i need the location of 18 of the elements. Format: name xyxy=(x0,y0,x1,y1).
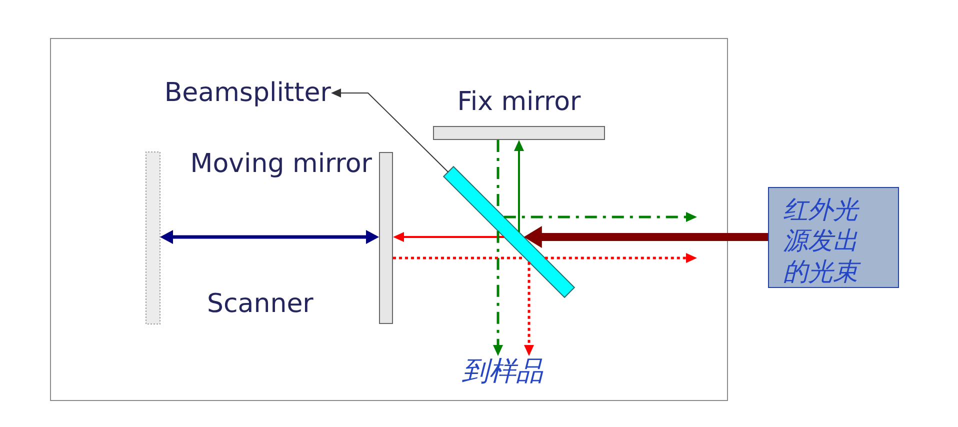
source-box xyxy=(768,187,899,288)
dash-dot-beam-arrow xyxy=(493,230,503,356)
mirror-label: Moving mirror xyxy=(190,150,372,180)
part-label: Beamsplitter xyxy=(164,79,331,109)
double-arrow xyxy=(160,230,379,244)
source-label: 红外光源发出的光束 xyxy=(783,194,867,287)
dash-dot-beam-arrow xyxy=(504,212,697,222)
mirror-label: Fix mirror xyxy=(456,88,582,118)
beam-arrow xyxy=(514,140,524,232)
beam-arrow xyxy=(393,232,504,242)
dotted-mirror xyxy=(145,151,161,325)
beamsplitter-plate xyxy=(442,165,576,299)
sample-label: 到样品 xyxy=(462,356,543,388)
leader-line xyxy=(331,88,449,172)
dotted-beam-arrow xyxy=(544,253,697,263)
scanner-label: Scanner xyxy=(207,290,314,320)
beam-arrow xyxy=(524,226,768,248)
dotted-beam-arrow xyxy=(524,262,534,356)
